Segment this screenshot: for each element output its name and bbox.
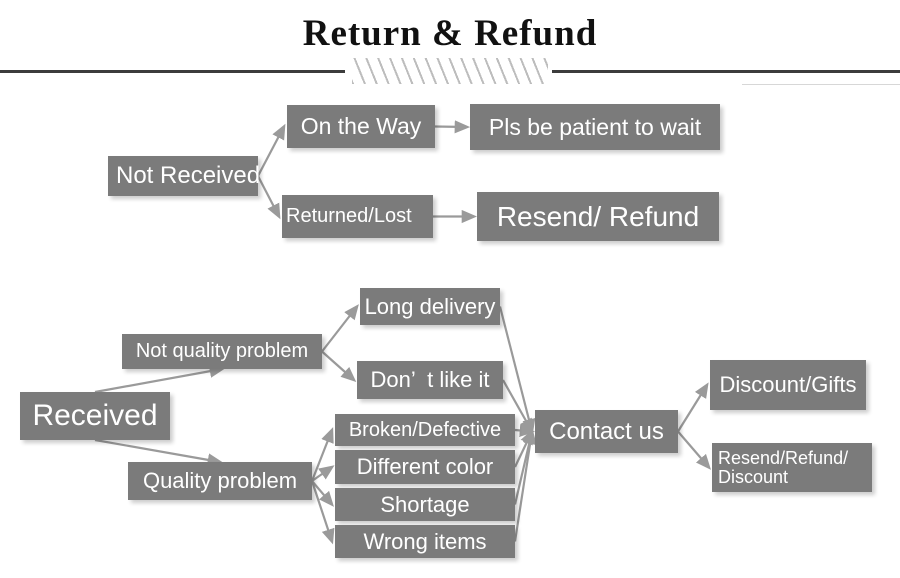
node-label: Contact us <box>549 417 664 445</box>
node-label: Resend/Refund/ Discount <box>718 447 849 487</box>
connector-contact-us-to-discount-gifts <box>677 382 709 433</box>
node-discount-gifts: Discount/Gifts <box>710 360 866 410</box>
node-label: On the Way <box>300 113 422 140</box>
node-label: Returned/Lost <box>286 205 412 227</box>
node-resend-refund: Resend/ Refund <box>477 192 719 241</box>
connector-different-color-to-contact-us <box>514 428 534 468</box>
connector-not-quality-to-dont-like-it <box>321 350 357 383</box>
node-not-received: Not Received <box>108 156 261 196</box>
connector-long-delivery-to-contact-us <box>498 306 536 435</box>
connector-quality-problem-to-broken-defective <box>310 427 334 482</box>
node-different-color: Different color <box>335 450 515 484</box>
node-on-the-way: On the Way <box>287 105 435 148</box>
node-received: Received <box>20 392 170 440</box>
connector-received-to-quality-problem <box>94 438 224 467</box>
node-label: Pls be patient to wait <box>488 113 702 140</box>
node-label: Quality problem <box>142 468 298 494</box>
connector-quality-problem-to-different-color <box>311 465 335 482</box>
node-not-quality: Not quality problem <box>122 334 322 369</box>
connector-shortage-to-contact-us <box>513 428 536 505</box>
connector-contact-us-to-resend-refund-discount <box>677 430 712 470</box>
node-shortage: Shortage <box>335 488 515 521</box>
node-contact-us: Contact us <box>535 410 678 453</box>
node-label: Not Received <box>116 162 261 190</box>
connector-quality-problem-to-shortage <box>311 480 334 507</box>
node-label: Don’ t like it <box>370 367 490 393</box>
node-label: Wrong items <box>363 528 487 554</box>
node-long-delivery: Long delivery <box>360 288 500 325</box>
connector-on-the-way-to-pls-be-patient <box>434 120 471 134</box>
node-label: Long delivery <box>364 293 496 319</box>
divider-right <box>552 70 900 73</box>
node-wrong-items: Wrong items <box>335 525 515 558</box>
divider-left <box>0 70 345 73</box>
node-label: Shortage <box>380 491 470 517</box>
node-quality-problem: Quality problem <box>128 462 312 500</box>
connector-received-to-not-quality <box>94 364 226 394</box>
connector-quality-problem-to-wrong-items <box>310 480 335 545</box>
node-label: Discount/Gifts <box>719 372 857 398</box>
node-label: Not quality problem <box>135 340 309 362</box>
page-title: Return & Refund <box>302 13 598 54</box>
node-label: Different color <box>356 454 494 480</box>
connector-not-received-to-on-the-way <box>257 123 286 177</box>
node-label: Received <box>32 399 158 433</box>
node-pls-be-patient: Pls be patient to wait <box>470 104 720 150</box>
connector-not-quality-to-long-delivery <box>321 304 359 353</box>
divider-thin-right <box>742 84 900 85</box>
connector-broken-defective-to-contact-us <box>514 423 536 437</box>
node-resend-refund-discount: Resend/Refund/ Discount <box>712 443 872 492</box>
node-label: Resend/ Refund <box>496 200 700 232</box>
connector-not-received-to-returned-lost <box>257 175 281 220</box>
node-broken-defective: Broken/Defective <box>335 414 515 446</box>
node-returned-lost: Returned/Lost <box>282 195 433 238</box>
node-label: Broken/Defective <box>348 418 502 441</box>
node-dont-like-it: Don’ t like it <box>357 361 503 399</box>
diagonal-hatch-ornament-icon <box>352 58 548 84</box>
connector-wrong-items-to-contact-us <box>513 428 537 542</box>
